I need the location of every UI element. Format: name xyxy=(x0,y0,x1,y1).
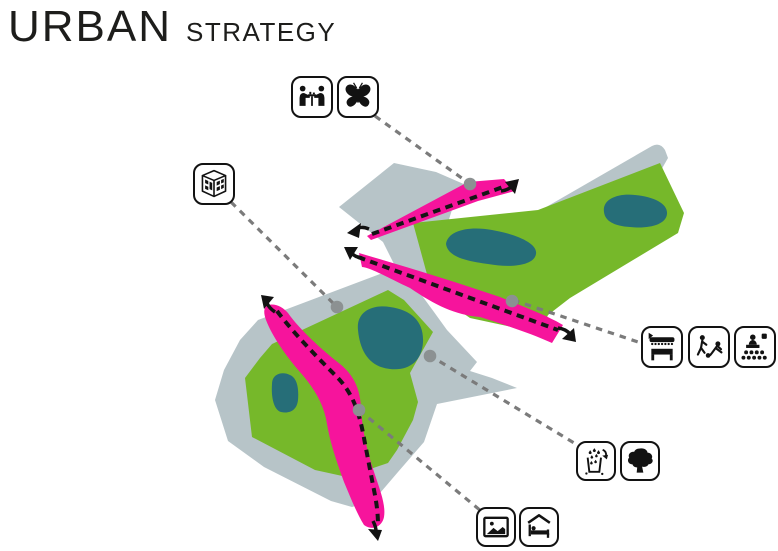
map-node-dot xyxy=(330,300,344,314)
event-speaker-audience-icon xyxy=(741,333,767,360)
legend-icon-rainwater-collection xyxy=(576,441,616,481)
sports-soccer-icon xyxy=(696,335,723,358)
pond-body-small xyxy=(271,373,299,413)
title-main: URBAN xyxy=(8,2,173,51)
legend-icon-scenic-picture xyxy=(476,507,516,547)
corridor-arrows xyxy=(261,179,576,541)
market-stall-icon xyxy=(648,332,675,361)
arrow-west-bottom-icon xyxy=(368,520,382,541)
map-node-dot xyxy=(423,349,437,363)
corridor-west-axis xyxy=(275,309,380,527)
corridor-west xyxy=(264,304,385,528)
page-title: URBAN STRATEGY xyxy=(8,2,336,52)
map-node-dot xyxy=(505,294,519,308)
legend-icon-butterfly xyxy=(337,76,379,118)
legend-icon-housing-block xyxy=(193,163,235,205)
housing-block-icon xyxy=(201,169,227,198)
corridor-top-axis xyxy=(371,185,504,236)
arrow-middle-right-icon xyxy=(557,326,576,342)
overnight-stay-icon xyxy=(527,514,551,538)
title-sub: STRATEGY xyxy=(186,17,337,47)
ponds xyxy=(271,194,668,413)
butterfly-icon xyxy=(345,82,371,107)
corridor-top xyxy=(367,179,515,240)
legend-icon-overnight-stay xyxy=(519,507,559,547)
arrow-top-right-icon xyxy=(500,179,519,194)
legend-icon-mature-tree xyxy=(620,441,660,481)
leader-rainwater xyxy=(428,353,580,448)
rainwater-collection-icon xyxy=(585,448,609,476)
leader-picture xyxy=(357,408,483,513)
leader-housing xyxy=(229,200,339,309)
leader-lines xyxy=(229,114,645,513)
pond-northeast xyxy=(603,194,668,228)
map-node-dot xyxy=(463,177,477,191)
arrow-middle-left-icon xyxy=(344,247,363,260)
arrow-west-top-icon xyxy=(261,295,276,314)
map-nodes xyxy=(330,177,519,417)
meeting-tables-icon xyxy=(299,85,325,106)
legend-icon-sports-soccer xyxy=(688,326,730,368)
pond-body-large xyxy=(357,306,424,370)
legend-icon-meeting-tables xyxy=(291,76,333,118)
mature-tree-icon xyxy=(627,448,653,473)
legend-icon-event-speaker-audience xyxy=(734,326,776,368)
map-node-dot xyxy=(352,403,366,417)
arrow-top-left-icon xyxy=(347,223,370,238)
corridor-middle-axis xyxy=(357,255,559,332)
leader-market xyxy=(512,298,645,346)
legend-icon-market-stall xyxy=(641,326,683,368)
pond-central-arm xyxy=(446,228,537,266)
corridor-axes xyxy=(275,185,559,527)
scenic-picture-icon xyxy=(483,516,509,538)
